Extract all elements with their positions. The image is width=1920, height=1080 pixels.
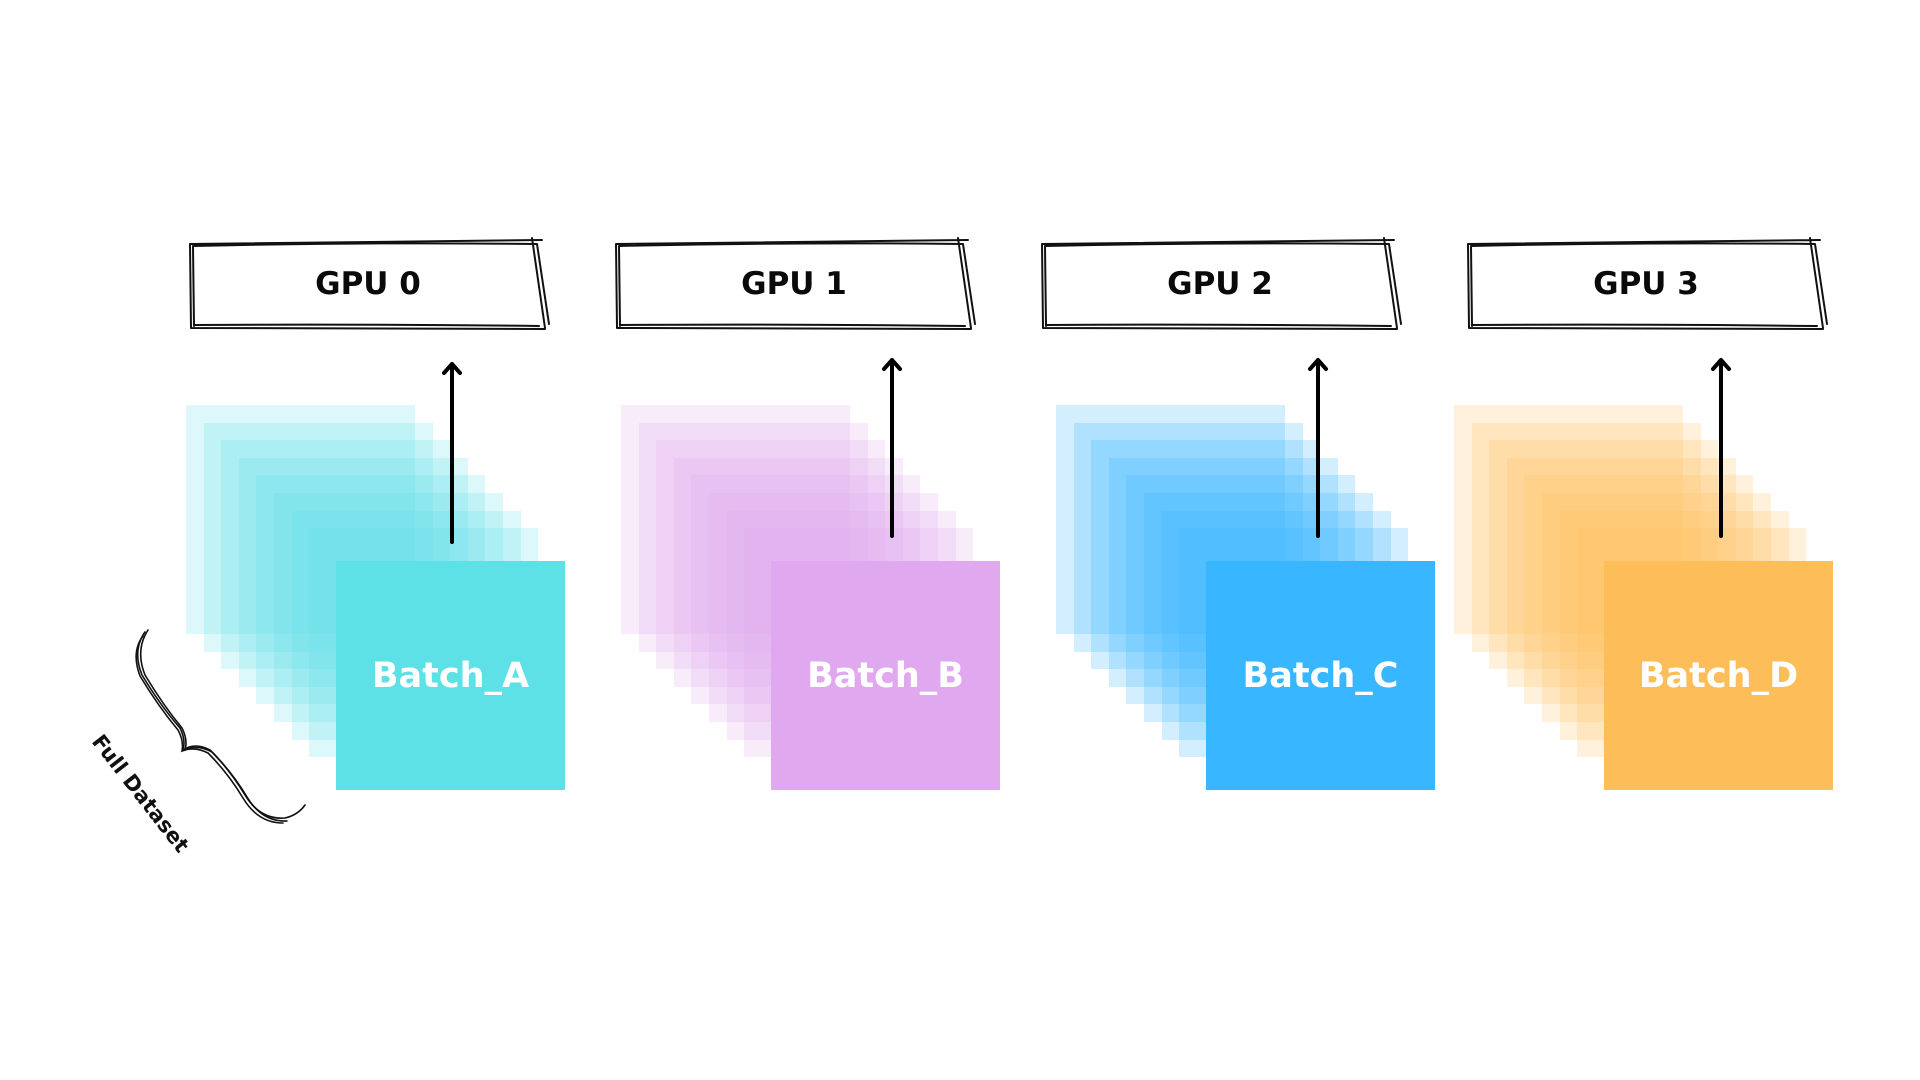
arrow-up-icon bbox=[1711, 358, 1731, 538]
batch-square: Batch_C bbox=[1206, 561, 1435, 790]
gpu-box-0: GPU 0 bbox=[187, 236, 550, 332]
batch-label: Batch_C bbox=[1242, 655, 1399, 696]
batch-label: Batch_B bbox=[807, 655, 964, 696]
gpu-box-1: GPU 1 bbox=[613, 236, 976, 332]
curly-brace-icon bbox=[135, 629, 306, 824]
arrow-up-icon bbox=[442, 362, 462, 544]
batch-label: Batch_A bbox=[371, 655, 530, 696]
batch-stack-d: Batch_D bbox=[1454, 405, 1834, 795]
gpu-label: GPU 0 bbox=[315, 266, 421, 302]
sketch-border bbox=[189, 237, 550, 330]
batch-label: Batch_D bbox=[1638, 655, 1799, 696]
sketch-border bbox=[1467, 237, 1828, 330]
batch-square: Batch_B bbox=[771, 561, 1000, 790]
gpu-label: GPU 3 bbox=[1593, 266, 1699, 302]
gpu-label: GPU 1 bbox=[741, 266, 847, 302]
batch-stack-c: Batch_C bbox=[1056, 405, 1436, 795]
sketch-border bbox=[615, 237, 976, 330]
sketch-border bbox=[1041, 237, 1402, 330]
gpu-label: GPU 2 bbox=[1167, 266, 1273, 302]
batch-square: Batch_D bbox=[1604, 561, 1833, 790]
arrow-up-icon bbox=[1308, 358, 1328, 538]
gpu-box-2: GPU 2 bbox=[1039, 236, 1402, 332]
gpu-box-3: GPU 3 bbox=[1465, 236, 1828, 332]
batch-square: Batch_A bbox=[336, 561, 565, 790]
batch-stack-a: Batch_A bbox=[186, 405, 566, 795]
batch-stack-b: Batch_B bbox=[621, 405, 1001, 795]
arrow-up-icon bbox=[882, 358, 902, 538]
